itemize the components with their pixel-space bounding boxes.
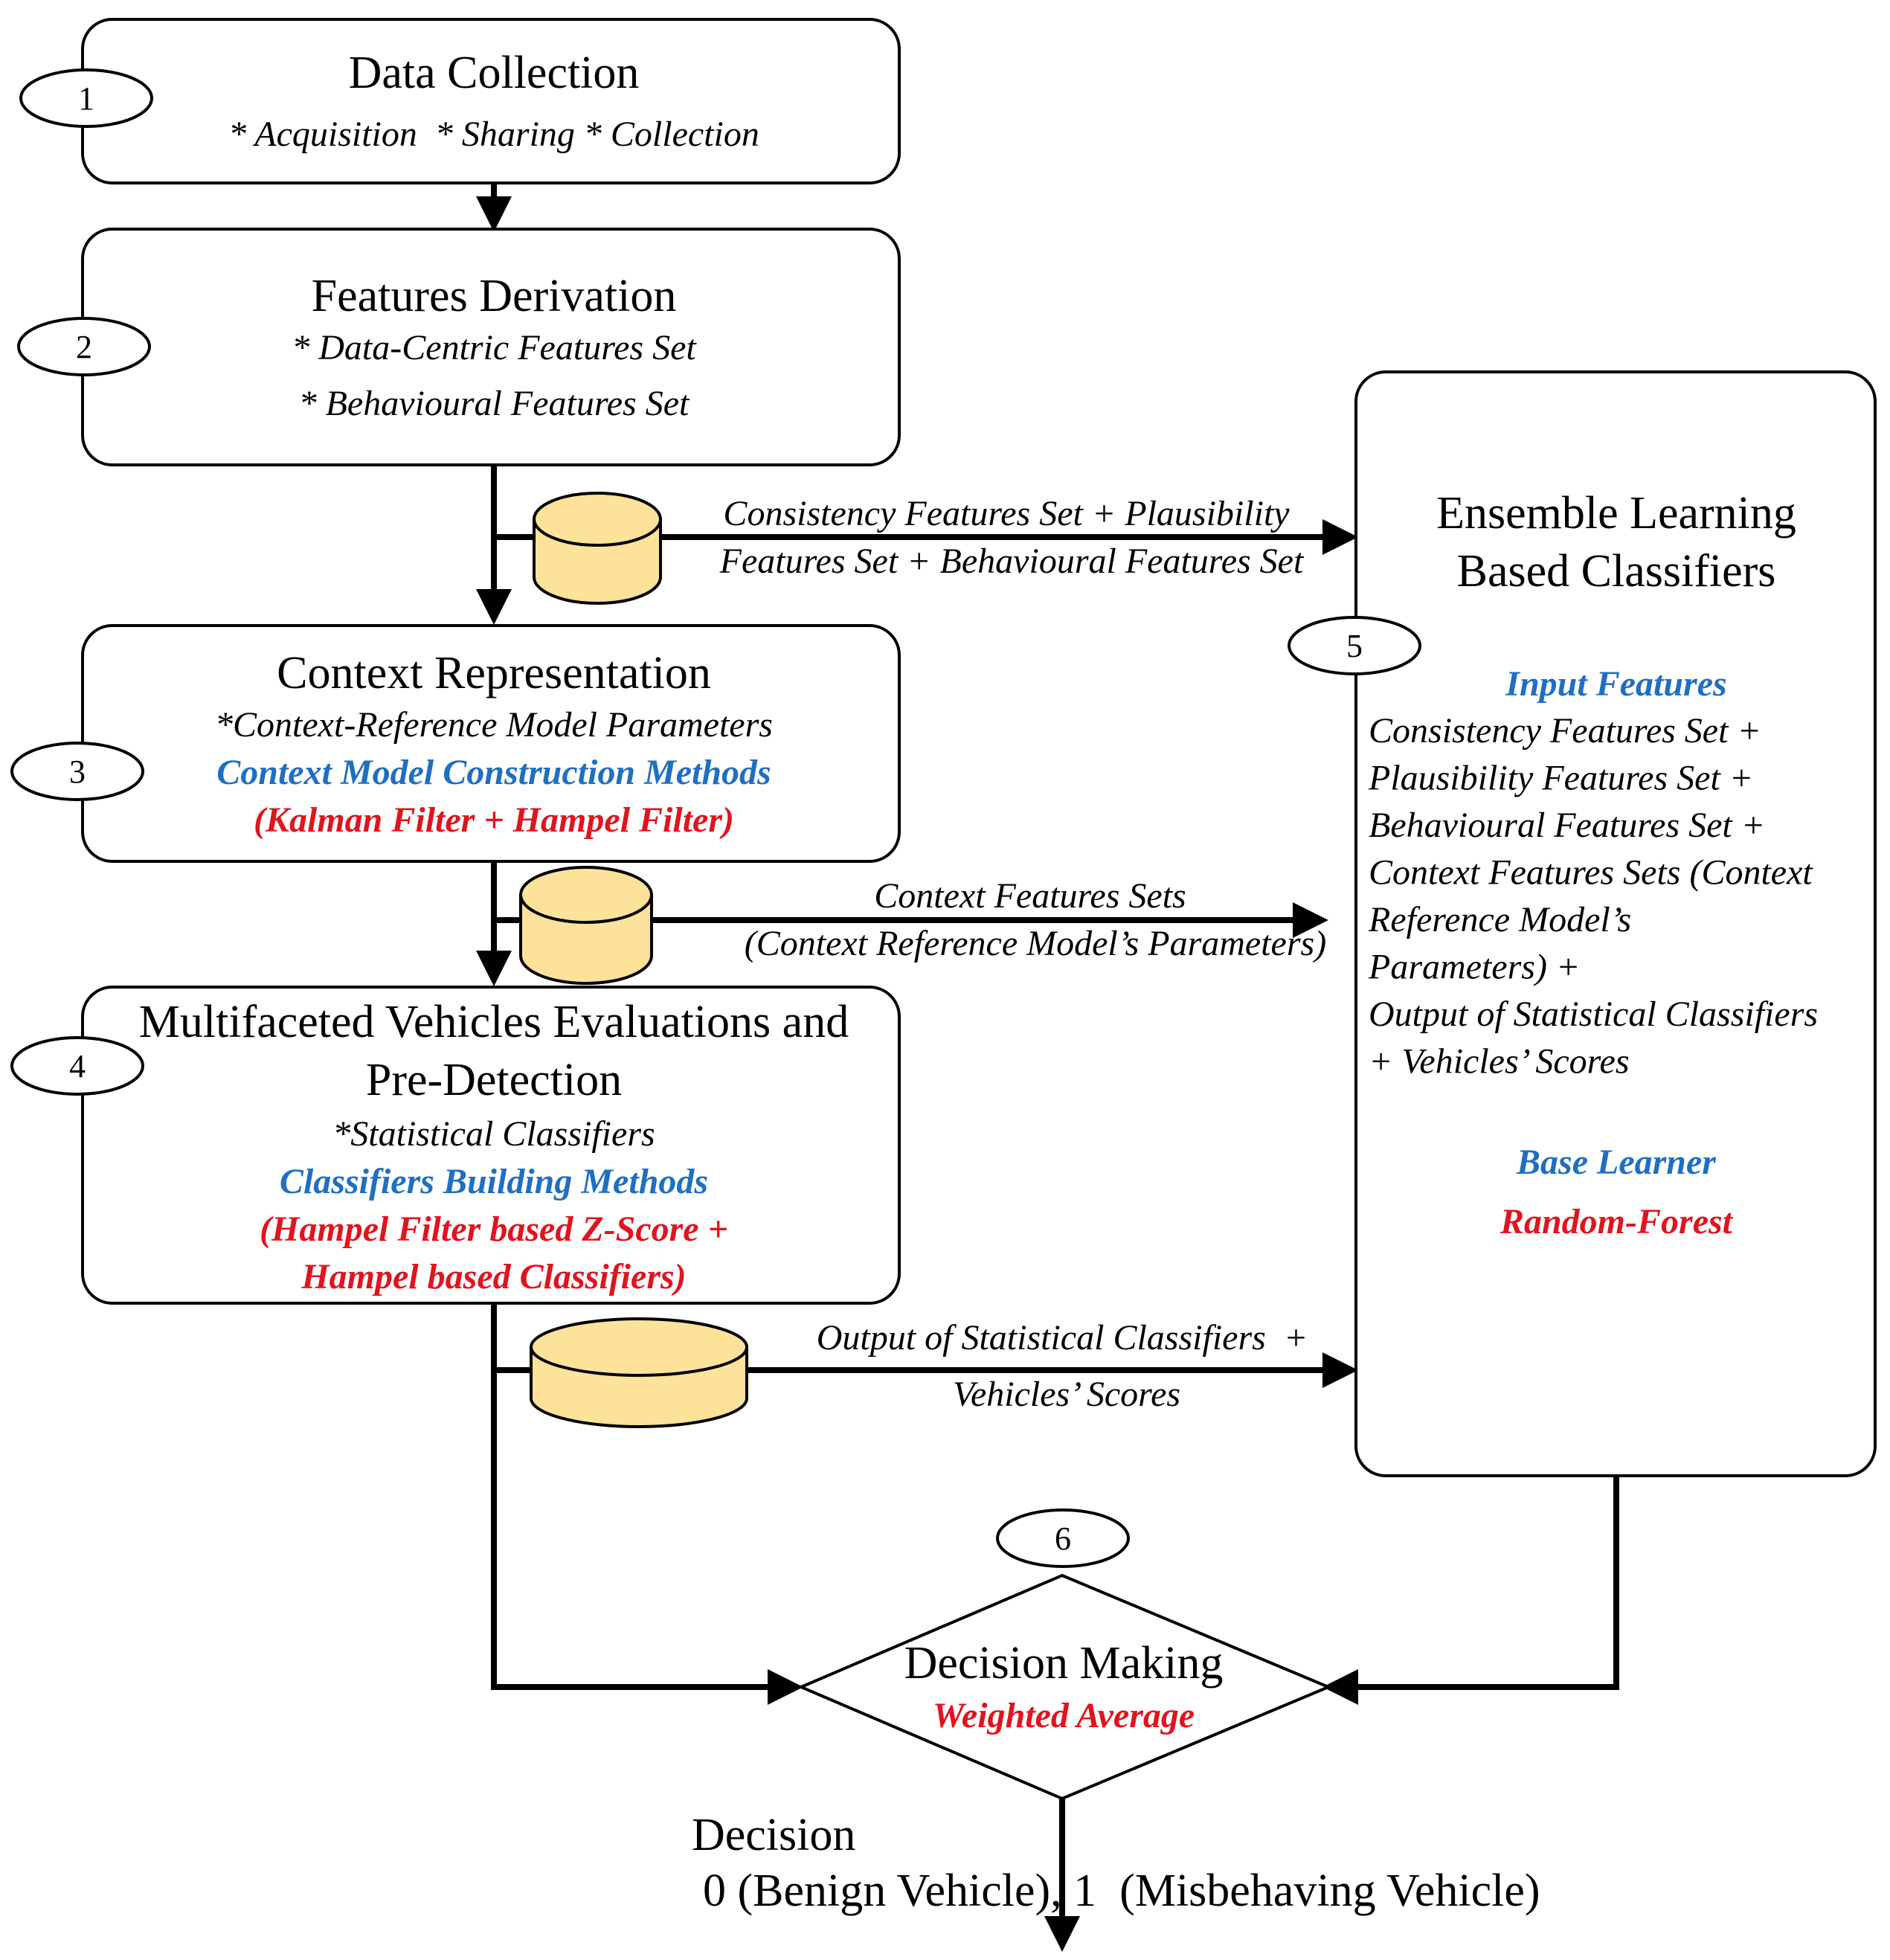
flow-2-label-line-1: Context Features Sets — [874, 876, 1186, 916]
step-3-number-badge — [10, 742, 144, 801]
step-4-methods-line-1: (Hampel Filter based Z-Score + — [260, 1209, 728, 1249]
arrow-4-to-decision — [491, 1303, 803, 1705]
input-feature-line: Consistency Features Set + — [1369, 711, 1761, 751]
decision-diamond — [797, 1573, 1333, 1801]
output-label: Decision — [692, 1810, 855, 1860]
input-feature-line: Parameters) + — [1368, 948, 1580, 987]
step-4-item-1: *Statistical Classifiers — [332, 1114, 655, 1154]
step-4-methods-heading: Classifiers Building Methods — [280, 1162, 708, 1201]
input-feature-line: Behavioural Features Set + — [1369, 806, 1765, 845]
database-context — [519, 866, 653, 985]
step-data-collection: Data Collection * Acquisition * Sharing … — [81, 18, 901, 184]
input-feature-line: + Vehicles’ Scores — [1369, 1042, 1630, 1082]
step-context-representation: Context Representation *Context-Referenc… — [81, 624, 901, 863]
input-feature-line: Reference Model’s — [1368, 900, 1631, 939]
step-4-title-line-2: Pre-Detection — [366, 1055, 622, 1105]
step-5-number: 5 — [1346, 628, 1363, 664]
database-scores — [530, 1317, 748, 1428]
flow-1-label-line-2: Features Set + Behavioural Features Set — [719, 542, 1305, 581]
step-6-number: 6 — [1055, 1520, 1071, 1557]
flow-3-label-line-2: Vehicles’ Scores — [953, 1375, 1180, 1414]
step-1-items: * Acquisition * Sharing * Collection — [228, 115, 759, 154]
database-features-top — [533, 492, 662, 547]
step-2-number: 2 — [76, 329, 92, 365]
step-4-number-badge — [10, 1036, 144, 1096]
step-numbers: 1 2 3 4 5 6 — [10, 68, 1421, 1568]
input-feature-line: Context Features Sets (Context — [1369, 853, 1813, 893]
step-5-number-badge — [1288, 616, 1421, 675]
input-features-heading: Input Features — [1505, 664, 1726, 704]
step-5-box — [1354, 370, 1877, 1477]
input-feature-line: Plausibility Features Set + — [1368, 759, 1753, 798]
step-2-item-1: * Data-Centric Features Set — [292, 328, 697, 367]
flow-3-label-line-1: Output of Statistical Classifiers + — [817, 1318, 1308, 1357]
flow-1-label-line-1: Consistency Features Set + Plausibility — [723, 494, 1290, 533]
base-learner-heading: Base Learner — [1516, 1143, 1717, 1182]
input-feature-line: Output of Statistical Classifiers — [1369, 995, 1818, 1034]
step-4-methods-line-2: Hampel based Classifiers) — [300, 1257, 686, 1297]
input-features-list: Consistency Features Set + Plausibility F… — [1368, 711, 1818, 1082]
step-3-number: 3 — [69, 754, 86, 790]
decision-output: Decision 0 (Benign Vehicle), 1 (Misbehav… — [692, 1810, 1540, 1916]
step-3-title: Context Representation — [277, 648, 711, 698]
base-learner-value: Random-Forest — [1500, 1202, 1734, 1241]
flow-2-label-line-2: (Context Reference Model’s Parameters) — [745, 924, 1326, 963]
step-3-item-1: *Context-Reference Model Parameters — [215, 705, 773, 745]
step-5-title-line-2: Based Classifiers — [1457, 546, 1776, 597]
decision-method: Weighted Average — [933, 1696, 1195, 1735]
step-3-methods-heading: Context Model Construction Methods — [216, 753, 771, 792]
step-1-box — [81, 18, 901, 184]
step-1-number: 1 — [78, 80, 94, 117]
flow-labels: Consistency Features Set + Plausibility … — [719, 494, 1327, 1414]
output-values: 0 (Benign Vehicle), 1 (Misbehaving Vehic… — [703, 1866, 1540, 1916]
decision-title: Decision Making — [904, 1638, 1224, 1689]
database-context-top — [519, 866, 653, 924]
step-vehicle-evaluation: Multifaceted Vehicles Evaluations and Pr… — [81, 986, 901, 1305]
database-features — [533, 492, 662, 605]
step-5-title-line-1: Ensemble Learning — [1436, 488, 1796, 539]
step-2-item-2: * Behavioural Features Set — [299, 384, 690, 423]
step-features-derivation: Features Derivation * Data-Centric Featu… — [81, 228, 901, 466]
arrow-ensemble-to-decision — [1322, 1476, 1619, 1705]
decision-making-node: Decision Making Weighted Average — [797, 1573, 1333, 1801]
step-6-number-badge — [996, 1508, 1130, 1568]
step-1-title: Data Collection — [349, 48, 640, 98]
step-3-methods: (Kalman Filter + Hampel Filter) — [254, 800, 734, 840]
database-scores-top — [530, 1317, 748, 1377]
step-2-title: Features Derivation — [312, 271, 677, 321]
step-4-title-line-1: Multifaceted Vehicles Evaluations and — [139, 997, 849, 1047]
step-2-number-badge — [17, 317, 151, 376]
step-ensemble-learning: Ensemble Learning Based Classifiers Inpu… — [1354, 370, 1877, 1477]
step-1-number-badge — [19, 68, 153, 128]
step-4-number: 4 — [69, 1048, 86, 1085]
step-4-box — [81, 986, 901, 1305]
